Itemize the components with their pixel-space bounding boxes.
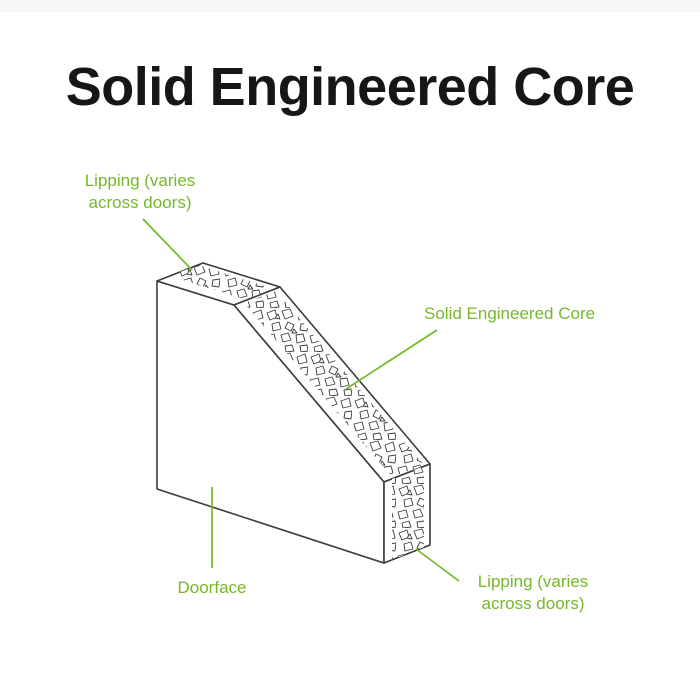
leader-line-lipping-top [142, 218, 193, 271]
top-edge-core-texture [170, 265, 274, 300]
page-top-strip [0, 0, 700, 12]
label-lipping-bottom: Lipping (varies across doors) [477, 572, 589, 613]
leader-line-core [345, 329, 438, 390]
leader-line-lipping-bottom [415, 548, 460, 582]
bottom-edge-core-texture [392, 466, 424, 560]
core-texture [244, 291, 424, 477]
label-doorface: Doorface [177, 578, 247, 597]
label-lipping-top: Lipping (varies across doors) [84, 171, 196, 212]
label-solid-engineered-core: Solid Engineered Core [424, 304, 596, 323]
page-title: Solid Engineered Core [65, 57, 635, 117]
